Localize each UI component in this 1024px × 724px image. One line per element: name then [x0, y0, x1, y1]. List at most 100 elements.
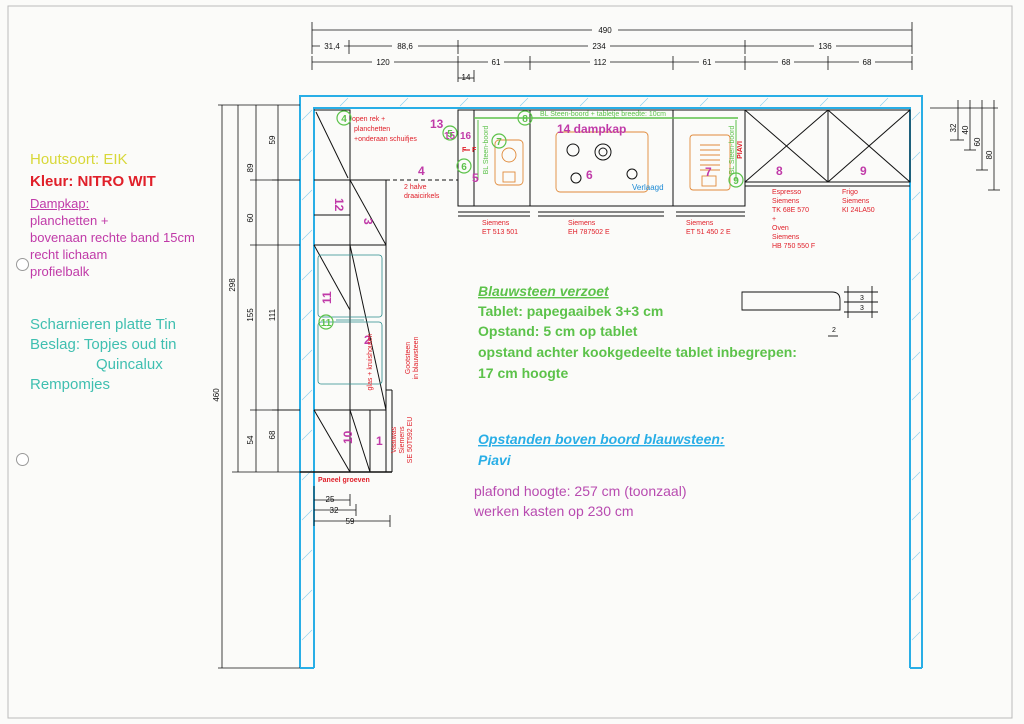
dim-row2-4: 68 [782, 58, 791, 67]
dim-left-68: 68 [268, 430, 277, 439]
unit-8: 8 [776, 164, 783, 178]
bl-steenboord-a: BL Steen-boord [483, 126, 490, 175]
filler-f1: F [462, 147, 467, 154]
appliance-1-brand: Siemens [482, 220, 510, 227]
unit-2: 2 [364, 333, 371, 347]
dim-left-60: 60 [246, 213, 255, 222]
left-dimensions: 460 298 89 60 155 54 59 111 68 [212, 104, 300, 669]
dim-right-40: 40 [961, 125, 970, 134]
punch-hole-top [16, 258, 29, 271]
vaatwas-line-2: Siemens [399, 426, 406, 454]
tall-cabinets [744, 109, 911, 187]
open-rek-line-1: open rek + [352, 116, 385, 123]
wall-hatch [301, 97, 921, 641]
right-dimensions: 32 40 60 80 [930, 100, 1000, 191]
appliance-3-brand: Siemens [686, 220, 714, 227]
hob-burners [566, 143, 638, 184]
espresso-6: HB 750 550 F [772, 243, 815, 250]
unit-5: 5 [472, 171, 479, 185]
dim-left-155: 155 [246, 308, 255, 322]
espresso-5: Siemens [772, 234, 800, 241]
sink [317, 254, 383, 385]
gootsteen-line-1: Gootsteen [405, 342, 412, 374]
piavi-label: PIAVI [737, 141, 744, 159]
circled-11: 11 [321, 318, 332, 329]
dim-left-54: 54 [246, 435, 255, 444]
note-blauwsteen: Blauwsteen verzoet [478, 283, 610, 299]
walls [299, 95, 923, 669]
dim-row1-1: 88,6 [397, 42, 413, 51]
center-notes: Blauwsteen verzoet Tablet: papegaaibek 3… [473, 283, 797, 519]
note-beslag: Beslag: Topjes oud tin [30, 336, 177, 353]
note-scharnieren: Scharnieren platte Tin [30, 316, 176, 333]
dim-left-89: 89 [246, 163, 255, 172]
unit-16: 16 [460, 131, 472, 142]
appliance-hob-2 [555, 131, 649, 193]
steenboord-label: BL Steen-boord + tabletje breedte: 10cm [540, 111, 666, 118]
vaatwas-line-3: SE 50T592 EU [407, 417, 414, 464]
dim-left-59: 59 [268, 135, 277, 144]
unit-12: 12 [332, 198, 346, 212]
top-dimensions: 490 31,4 88,6 234 136 120 61 112 61 68 6… [311, 22, 913, 82]
dim-row1-3: 136 [818, 42, 832, 51]
circled-7: 7 [496, 137, 502, 148]
circled-9: 9 [733, 176, 739, 187]
unit-3: 3 [361, 218, 375, 225]
dim-row2-5: 68 [863, 58, 872, 67]
unit-10: 10 [341, 430, 355, 444]
note-plafond: plafond hoogte: 257 cm (toonzaal) [474, 483, 686, 499]
note-opstand: Opstand: 5 cm op tablet [478, 323, 638, 339]
frigo-0: Frigo [842, 189, 858, 196]
frigo-2: KI 24LA50 [842, 207, 875, 214]
dim-total-width: 490 [598, 26, 612, 35]
frigo-1: Siemens [842, 198, 870, 205]
note-piavi: Piavi [478, 452, 512, 468]
dim-row2-3: 61 [703, 58, 712, 67]
unit-14: 14 dampkap [557, 122, 626, 136]
espresso-1: Siemens [772, 198, 800, 205]
gootsteen-line-2: in blauwsteen [413, 336, 420, 379]
note-kleur: Kleur: NITRO WIT [30, 173, 156, 190]
appliance-1-model: ET 513 501 [482, 229, 518, 236]
dim-left-outer: 298 [228, 278, 237, 292]
red-labels: open rek + planchetten +onderaan schuifj… [318, 116, 875, 484]
dim-left-total: 460 [212, 388, 221, 402]
vaatwas-line-1: Vaatwas [391, 426, 398, 453]
halve-line-1: 2 halve [404, 184, 427, 191]
espresso-4: Oven [772, 225, 789, 232]
dim-bottom-25: 25 [326, 495, 335, 504]
note-werken: werken kasten op 230 cm [473, 503, 634, 519]
circled-numbers: 4 5 6 7 8 9 11 [321, 114, 740, 329]
halve-line-2: draaicirkels [404, 193, 440, 200]
unit-4: 4 [418, 164, 425, 178]
dim-row1-0: 31,4 [324, 42, 340, 51]
unit-9: 9 [860, 164, 867, 178]
unit-15: 15 [444, 131, 456, 142]
note-tablet: Tablet: papegaaibek 3+3 cm [478, 303, 663, 319]
dim-small-14: 14 [462, 73, 471, 82]
note-opstand-2: opstand achter kookgedeelte tablet inbeg… [478, 344, 797, 360]
open-rek-line-2: planchetten [354, 126, 390, 133]
unit-13: 13 [430, 117, 444, 131]
dim-left-111: 111 [268, 308, 277, 321]
dim-bottom-32: 32 [330, 506, 339, 515]
profile-dim-b: 3 [860, 305, 864, 312]
espresso-0: Espresso [772, 189, 801, 196]
note-rempomjes: Rempomjes [30, 376, 111, 393]
espresso-2: TK 68E 570 [772, 207, 809, 214]
page-border [7, 5, 1013, 719]
dim-row2-0: 120 [376, 58, 390, 67]
dim-row1-2: 234 [592, 42, 606, 51]
note-opstanden-title: Opstanden boven boord blauwsteen: [478, 431, 725, 447]
dim-bottom-59: 59 [346, 517, 355, 526]
note-dampkap-3: recht lichaam [30, 247, 108, 262]
unit-11: 11 [320, 291, 334, 304]
open-rek-line-3: +onderaan schuifjes [354, 136, 417, 143]
verlaagd-label: Verlaagd [632, 183, 664, 192]
note-dampkap-title: Dampkap: [30, 196, 90, 211]
unit-1: 1 [376, 434, 383, 448]
note-dampkap-2: bovenaan rechte band 15cm [30, 230, 195, 245]
profile-detail [741, 286, 878, 337]
